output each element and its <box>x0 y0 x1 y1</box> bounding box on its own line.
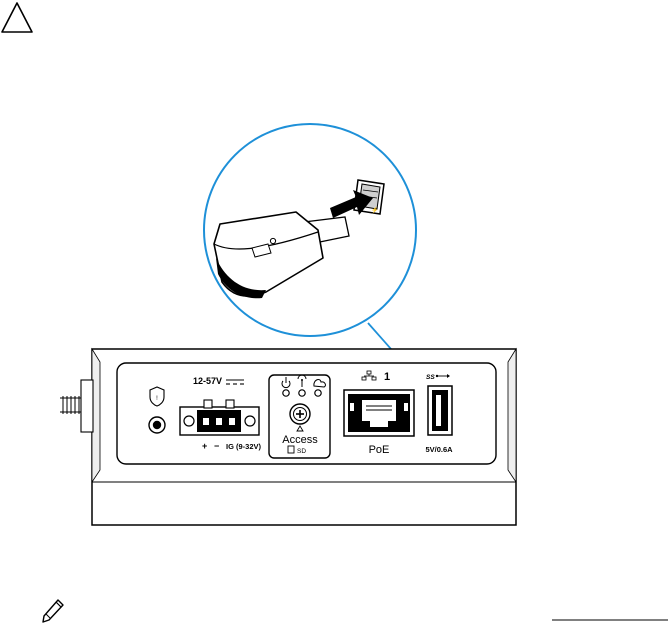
sd-label: SD <box>297 448 306 455</box>
power-rating-label: 12-57V <box>193 376 222 386</box>
usb-rating-label: 5V/0.6A <box>425 445 453 454</box>
poe-label: PoE <box>369 444 390 456</box>
status-leds <box>283 390 321 396</box>
ethernet-poe-port[interactable] <box>344 390 414 436</box>
access-label: Access <box>282 434 318 446</box>
note-pencil-icon <box>43 600 63 622</box>
polarity-minus-label: − <box>214 441 219 451</box>
warning-triangle-icon <box>2 3 32 32</box>
antenna-connector <box>60 380 93 432</box>
svg-text:⚡: ⚡ <box>371 206 378 214</box>
usb-logo-text: SS <box>426 374 435 381</box>
intrusion-button[interactable] <box>149 417 165 433</box>
lan-port-number: 1 <box>384 371 390 383</box>
access-screw[interactable] <box>290 404 310 424</box>
intrusion-shield-icon: ! <box>150 387 164 406</box>
ignition-label: IG (9-32V) <box>226 442 262 451</box>
usb-port[interactable] <box>428 386 452 435</box>
sd-card-icon <box>288 446 294 453</box>
polarity-plus-label: + <box>202 441 207 451</box>
